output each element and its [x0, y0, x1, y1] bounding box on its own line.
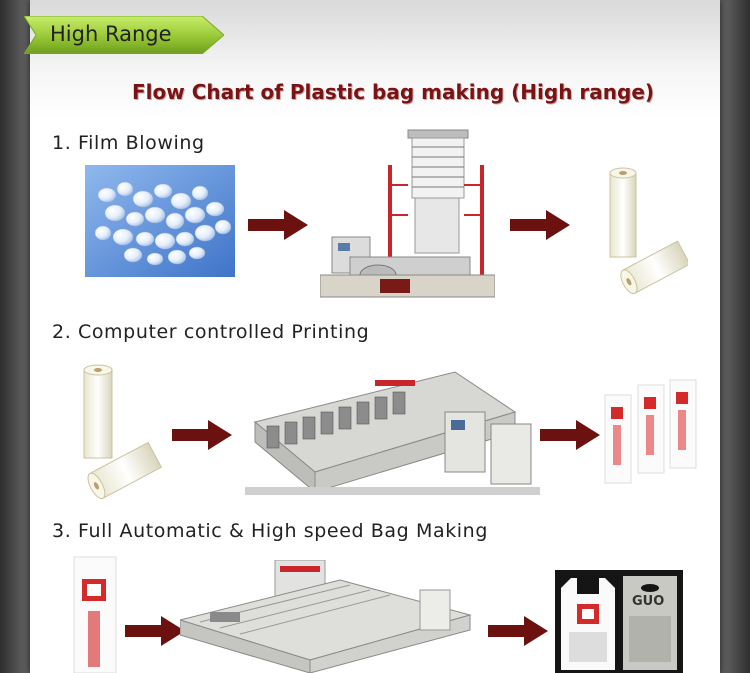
- arrow-right-icon: [125, 616, 185, 646]
- step-1-label: 1. Film Blowing: [52, 132, 205, 154]
- printing-machine-image: [245, 371, 540, 495]
- high-range-tag: [24, 16, 224, 54]
- printed-film-roll-image: [73, 556, 117, 673]
- plastic-granules-image: [85, 165, 235, 277]
- step-2-label: 2. Computer controlled Printing: [52, 321, 370, 343]
- arrow-right-icon: [540, 420, 600, 450]
- printed-film-rolls-image: [604, 379, 697, 484]
- finished-bags-image: GUO: [555, 570, 683, 673]
- arrow-right-icon: [172, 420, 232, 450]
- arrow-right-icon: [248, 210, 308, 240]
- bag-brand-text: GUO: [632, 594, 665, 609]
- arrow-right-icon: [510, 210, 570, 240]
- high-range-label: High Range: [50, 22, 172, 46]
- film-rolls-image: [609, 167, 688, 295]
- film-rolls-image: [83, 364, 162, 500]
- step-3-label: 3. Full Automatic & High speed Bag Makin…: [52, 520, 488, 542]
- page-title: Flow Chart of Plastic bag making (High r…: [132, 80, 655, 104]
- content-panel: [30, 0, 720, 673]
- bag-making-machine-image: [180, 560, 472, 673]
- film-blowing-machine-image: [320, 129, 495, 298]
- bags-graphic: [555, 570, 683, 673]
- arrow-right-icon: [488, 616, 548, 646]
